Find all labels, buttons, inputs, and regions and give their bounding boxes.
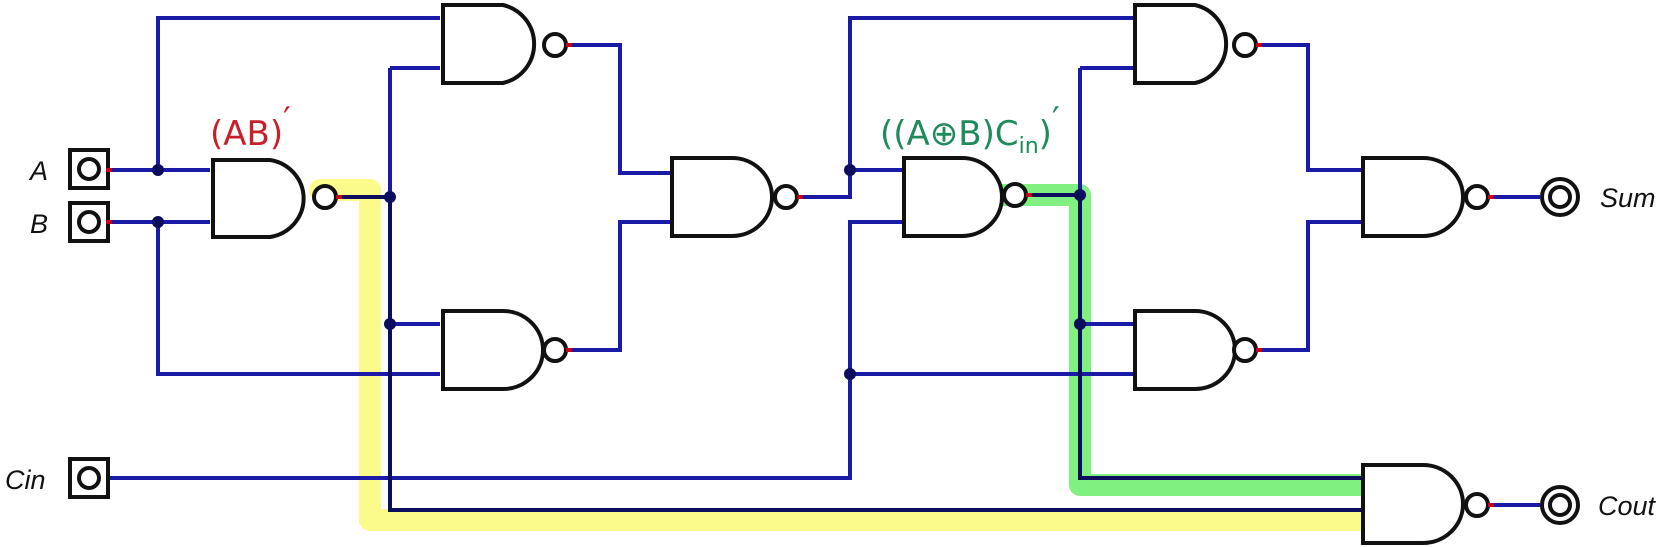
nand-gate-1-ab — [211, 158, 342, 239]
nand-gate-4-xor-ab — [670, 156, 803, 238]
annotation-nand-xor-cin: ((A⊕B)Cin)′ — [880, 100, 1060, 159]
label-cout: Cout — [1598, 491, 1657, 521]
nand-gate-3-bottom — [441, 309, 572, 391]
label-a: A — [28, 156, 48, 186]
nand-gate-8-sum — [1361, 156, 1494, 238]
nand-gate-9-cout — [1361, 463, 1494, 545]
wires — [100, 16, 1540, 512]
output-pin-sum — [1540, 177, 1580, 217]
nand-gate-6-top — [1133, 3, 1262, 85]
label-cin: Cin — [5, 465, 46, 495]
nand-gate-2-top — [441, 2, 572, 85]
input-pin-a[interactable] — [68, 148, 112, 190]
nand-gate-5-xor-cin — [902, 156, 1032, 238]
input-pin-cin[interactable] — [68, 457, 110, 499]
nand-gate-7-bottom — [1133, 309, 1262, 391]
highlight-ab-to-cout — [309, 179, 1406, 531]
output-pin-cout — [1540, 485, 1580, 525]
label-b: B — [30, 209, 48, 239]
annotation-nand-ab: (AB)′ — [210, 100, 291, 154]
junction-dots — [152, 164, 1086, 380]
label-sum: Sum — [1600, 183, 1656, 213]
input-pin-b[interactable] — [68, 201, 112, 243]
